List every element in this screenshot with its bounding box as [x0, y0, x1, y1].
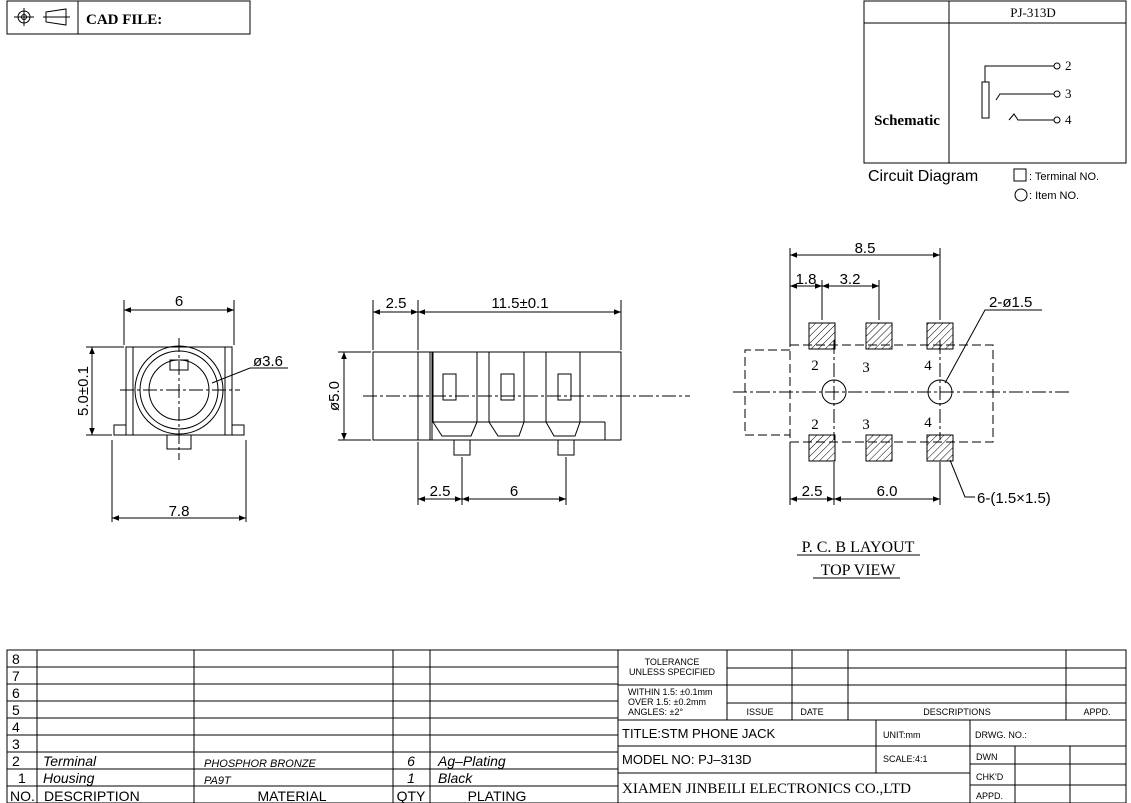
terminal-legend: : Terminal NO.: [1029, 171, 1099, 183]
tolerance-line-1: TOLERANCE: [645, 657, 700, 667]
tolerance-over: OVER 1.5: ±0.2mm: [628, 697, 706, 707]
unit-label: UNIT:mm: [883, 730, 921, 740]
bom-plating: Ag–Plating: [437, 753, 506, 769]
schematic-label: Schematic: [874, 113, 940, 129]
model-number: MODEL NO: PJ–313D: [622, 752, 752, 767]
bom-table: [6, 649, 619, 803]
bom-no: 1: [18, 770, 26, 786]
pcb-pad-label-bottom-3: 3: [862, 417, 870, 433]
bom-qty: 6: [407, 753, 415, 769]
title-block-text: TOLERANCE UNLESS SPECIFIED WITHIN 1.5: ±…: [622, 657, 1111, 801]
pcb-pad-label-top-3: 3: [862, 360, 870, 376]
tolerance-line-2: UNLESS SPECIFIED: [629, 667, 716, 677]
bom-no: 8: [12, 651, 20, 667]
pcb-dim-bottom-mid: 6.0: [877, 483, 898, 500]
table-row: 4: [12, 719, 20, 735]
table-row: 1 Housing PA9T 1 Black: [18, 770, 473, 787]
table-row: 6: [12, 685, 20, 701]
appd-label: APPD.: [976, 791, 1003, 801]
table-row: 2 Terminal PHOSPHOR BRONZE 6 Ag–Plating: [12, 753, 506, 770]
bom-no: 4: [12, 719, 20, 735]
appd-header: APPD.: [1083, 707, 1110, 717]
company-name: XIAMEN JINBEILI ELECTRONICS CO.,LTD: [622, 781, 911, 797]
schematic-block: PJ-313D Schematic 2 3 4 Circuit Diagram …: [863, 0, 1127, 202]
schematic-pin-4: 4: [1065, 112, 1072, 127]
pcb-dim-bottom-left: 2.5: [802, 483, 823, 500]
schematic-pin-3: 3: [1065, 86, 1072, 101]
bom-plating: Black: [438, 770, 473, 786]
bom-header-material: MATERIAL: [258, 788, 327, 803]
pcb-pad-label-top-2: 2: [811, 358, 819, 374]
bom-desc: Terminal: [43, 753, 97, 769]
bom-no: 7: [12, 668, 20, 684]
front-view: [86, 300, 288, 522]
table-row: 7: [12, 668, 20, 684]
bom-header-plating: PLATING: [468, 788, 527, 803]
bom-header-qty: QTY: [397, 788, 426, 803]
table-row: 3: [12, 736, 20, 752]
drwg-no-label: DRWG. NO.:: [975, 730, 1027, 740]
side-dim-dia: ø5.0: [326, 381, 343, 411]
schematic-symbol: [981, 62, 1061, 124]
tolerance-angles: ANGLES: ±2°: [628, 707, 683, 717]
bom-no: 6: [12, 685, 20, 701]
descriptions-header: DESCRIPTIONS: [923, 707, 991, 717]
bom-header-no: NO.: [10, 788, 35, 803]
bom-no: 5: [12, 702, 20, 718]
bom-header-row: NO. DESCRIPTION MATERIAL QTY PLATING: [10, 788, 526, 803]
header-block: CAD FILE:: [6, 0, 251, 35]
drawing-title: TITLE:STM PHONE JACK: [622, 726, 775, 741]
pcb-layout: [733, 248, 1070, 579]
pcb-dim-total: 8.5: [855, 240, 876, 257]
side-dim-top-left: 2.5: [386, 295, 407, 312]
item-legend: : Item NO.: [1029, 190, 1079, 202]
side-dim-bottom-mid: 6: [510, 483, 518, 500]
cad-file-label: CAD FILE:: [86, 12, 162, 28]
bom-material: PA9T: [204, 775, 232, 787]
bom-no: 2: [12, 753, 20, 769]
bom-no: 3: [12, 736, 20, 752]
dwn-label: DWN: [976, 752, 998, 762]
side-dim-top-main: 11.5±0.1: [491, 295, 548, 312]
pcb-dim-a: 1.8: [796, 271, 817, 288]
title-block: [617, 649, 1127, 803]
circuit-diagram-label: Circuit Diagram: [868, 168, 978, 185]
pcb-pad-label-top-4: 4: [924, 358, 932, 374]
scale-label: SCALE:4:1: [883, 754, 928, 764]
bom-desc: Housing: [43, 770, 95, 786]
bom-material: PHOSPHOR BRONZE: [204, 758, 317, 770]
pcb-subtitle: TOP VIEW: [821, 562, 897, 579]
front-dim-top: 6: [175, 293, 183, 310]
part-number: PJ-313D: [1010, 5, 1056, 20]
side-dim-bottom-left: 2.5: [430, 483, 451, 500]
issue-header: ISSUE: [746, 707, 773, 717]
side-view: [338, 300, 690, 505]
pcb-dim-pads: 6-(1.5×1.5): [977, 490, 1051, 507]
front-dim-bottom: 7.8: [169, 503, 190, 520]
item-circle-icon: [1014, 188, 1028, 202]
front-dim-hole: ø3.6: [253, 353, 283, 370]
table-row: 5: [12, 702, 20, 718]
projection-symbol-icon: [14, 8, 70, 26]
chkd-label: CHK'D: [976, 772, 1004, 782]
pcb-title: P. C. B LAYOUT: [802, 539, 915, 556]
pcb-pad-label-bottom-4: 4: [924, 415, 932, 431]
pcb-pad-label-bottom-2: 2: [811, 417, 819, 433]
schematic-pin-2: 2: [1065, 58, 1072, 73]
bom-rows: 8 7 6 5 4 3 2 Terminal PHOSPHOR BRONZE 6…: [10, 651, 526, 803]
date-header: DATE: [800, 707, 823, 717]
tolerance-within: WITHIN 1.5: ±0.1mm: [628, 687, 712, 697]
pcb-dim-holes: 2-ø1.5: [989, 294, 1032, 311]
bom-header-desc: DESCRIPTION: [44, 788, 140, 803]
terminal-square-icon: [1013, 168, 1027, 182]
front-dim-height: 5.0±0.1: [75, 366, 92, 416]
pcb-dim-b: 3.2: [840, 271, 861, 288]
table-row: 8: [12, 651, 20, 667]
bom-qty: 1: [407, 770, 415, 786]
